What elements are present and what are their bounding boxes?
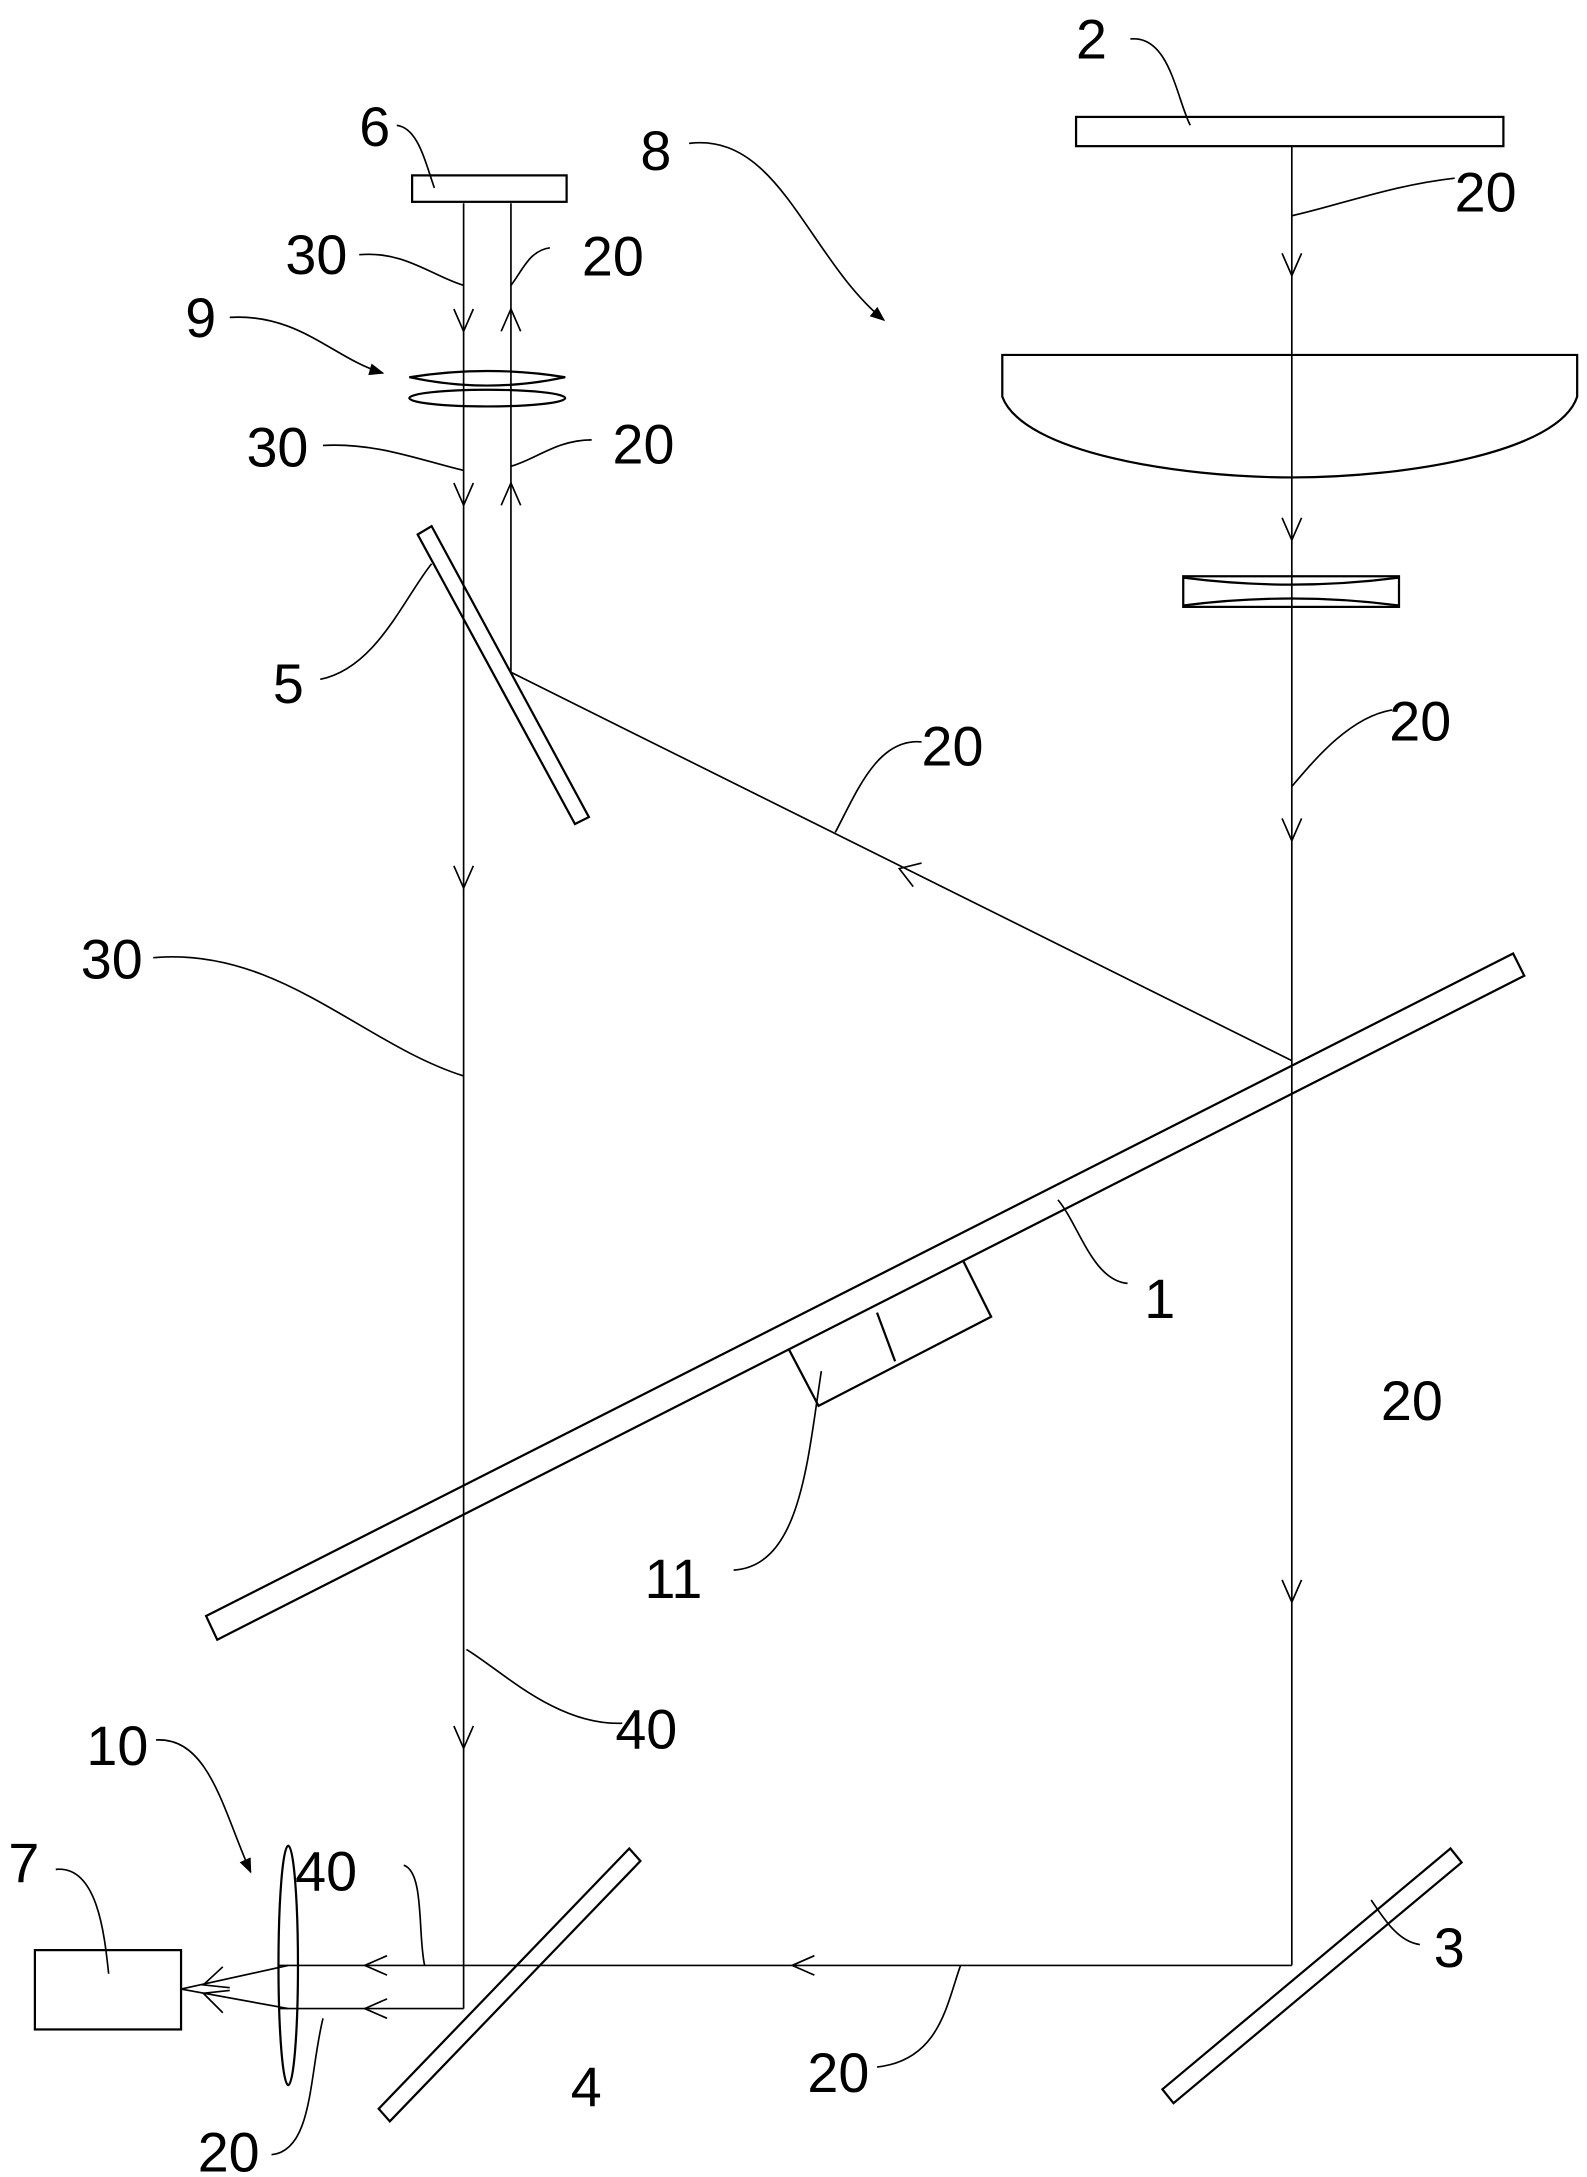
source-2-plate (1076, 117, 1503, 146)
mirror-3 (1162, 1849, 1461, 2104)
label-6: 6 (359, 96, 390, 158)
label-40: 40 (295, 1840, 357, 1902)
label-8: 8 (640, 120, 671, 182)
label-40: 40 (615, 1698, 677, 1760)
plano-convex-lens (1002, 355, 1577, 477)
label-20: 20 (198, 2121, 260, 2177)
label-7: 7 (8, 1832, 39, 1894)
label-5: 5 (273, 653, 304, 715)
label-20: 20 (922, 716, 984, 778)
label-4: 4 (571, 2056, 602, 2118)
lens-group-9 (409, 371, 565, 406)
label-20: 20 (582, 226, 644, 288)
label-2: 2 (1076, 8, 1107, 70)
label-30: 30 (246, 416, 308, 478)
label-30: 30 (81, 929, 143, 991)
label-20: 20 (1381, 1370, 1443, 1432)
label-11: 11 (645, 1548, 703, 1610)
element-6 (412, 175, 567, 201)
label-1: 1 (1144, 1268, 1175, 1330)
mirror-5 (418, 526, 589, 824)
reference-labels: 2 20 20 20 20 1 11 6 8 30 20 9 30 20 5 3… (8, 8, 1516, 2177)
label-9: 9 (185, 287, 216, 349)
mirror-1 (206, 953, 1524, 1639)
label-20: 20 (1389, 691, 1451, 753)
leader-lines (56, 39, 1455, 2155)
label-30: 30 (285, 224, 347, 286)
label-3: 3 (1434, 1917, 1465, 1979)
beam-20-diagonal (511, 672, 1292, 1060)
label-20: 20 (807, 2042, 869, 2104)
label-20: 20 (613, 414, 675, 476)
label-20: 20 (1455, 162, 1517, 224)
pointer-arrows (156, 143, 884, 1872)
label-10: 10 (86, 1715, 148, 1777)
focus-rays (181, 1965, 288, 2012)
